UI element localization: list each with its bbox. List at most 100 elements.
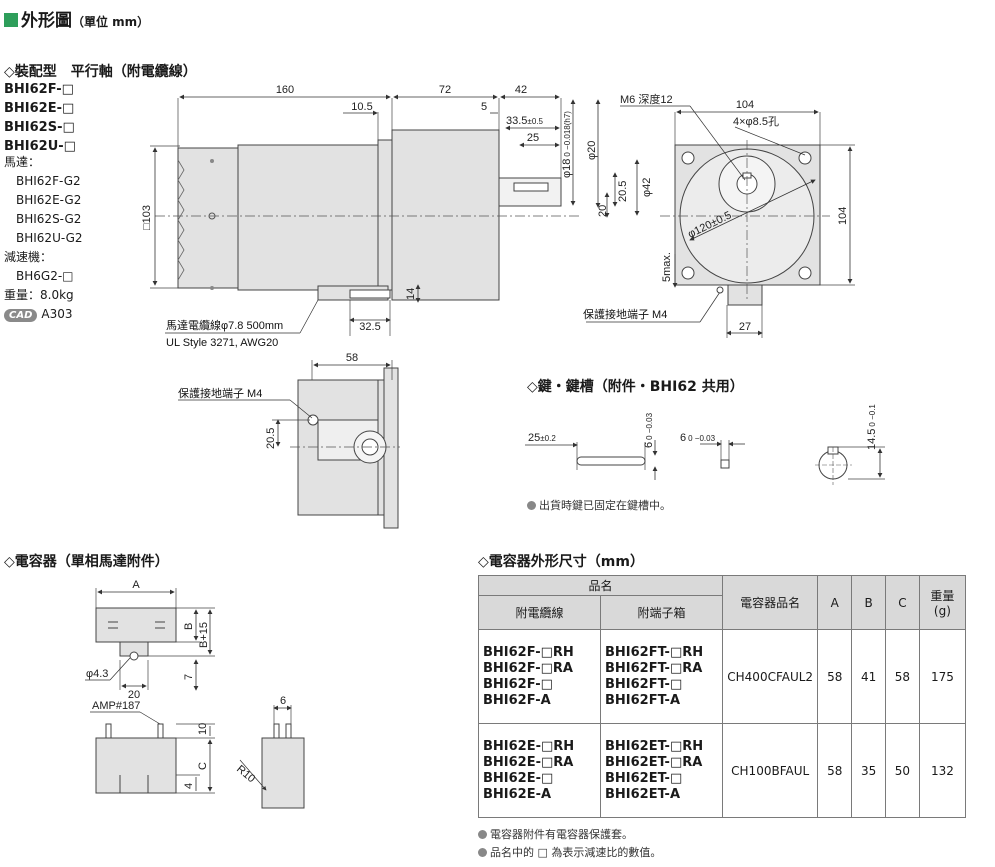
table-note-text: 品名中的 □ 為表示減速比的數值。 — [490, 846, 662, 859]
dim-key-6a: 60 −0.03 — [643, 412, 655, 448]
model-name: BHI62E-□RA — [483, 754, 574, 770]
dim-10-5: 10.5 — [351, 101, 372, 113]
motor-body — [237, 144, 379, 291]
model-name: BHI62E-□RH — [483, 738, 575, 754]
dim-phi20: φ20 — [586, 141, 598, 160]
th-a: A — [817, 575, 853, 630]
dim-20-5-bottom: 20.5 — [265, 428, 277, 449]
key-drawings — [525, 440, 885, 485]
bottom-dimensions — [178, 360, 393, 447]
dim-cap-phi4-3: φ4.3 — [86, 668, 108, 680]
motor-item: BHI62S-G2 — [16, 212, 82, 226]
th-weight-unit: (g) — [933, 604, 951, 618]
model-name: BHI62F-□RH — [483, 644, 574, 660]
key-note: 出貨時鍵已固定在鍵槽中。 — [527, 497, 671, 513]
table-row: BHI62F-□RH BHI62F-□RA BHI62F-□ BHI62F-A … — [478, 629, 967, 724]
cell-terminal-models: BHI62FT-□RH BHI62FT-□RA BHI62FT-□ BHI62F… — [600, 629, 723, 724]
th-weight: 重量(g) — [918, 575, 967, 630]
cell-a: 58 — [817, 723, 853, 818]
key-side — [576, 456, 646, 466]
dim-holes: 4×φ8.5孔 — [733, 115, 779, 128]
dim-cap-6: 6 — [280, 695, 286, 707]
key-heading: ◇鍵・鍵槽（附件・BHI62 共用） — [527, 379, 744, 395]
dim-cap-amp: AMP#187 — [92, 700, 140, 712]
dim-m6: M6 深度12 — [620, 92, 673, 106]
capacitor-end — [261, 737, 305, 809]
ground-terminal-label: 保護接地端子 M4 — [583, 307, 667, 321]
dim-phi42: φ42 — [641, 178, 653, 197]
dim-58: 58 — [346, 352, 358, 364]
motor-info: 馬達： BHI62F-G2 BHI62E-G2 BHI62S-G2 BHI62U… — [4, 153, 83, 324]
mount-hole — [798, 151, 812, 165]
th-name: 品名 — [478, 575, 723, 596]
gearhead-label: 減速機： — [4, 250, 53, 264]
dim-5max: 5max. — [661, 252, 673, 282]
model-name: BHI62ET-A — [605, 786, 681, 802]
dim-cap-B15: B+15 — [198, 622, 210, 648]
capacitor-drawings — [85, 588, 305, 809]
dim-32-5: 32.5 — [359, 321, 380, 333]
dim-42: 42 — [515, 84, 527, 96]
motor-item: BHI62F-G2 — [16, 174, 81, 188]
output-shaft — [498, 177, 562, 207]
th-cap: 電容器品名 — [721, 575, 819, 630]
dim-cap-A: A — [132, 579, 140, 591]
model-name: BHI62F-A — [483, 692, 551, 708]
side-view — [155, 129, 580, 301]
model-list: BHI62F-□ BHI62E-□ BHI62S-□ BHI62U-□ — [4, 80, 76, 156]
model-name: BHI62ET-□RH — [605, 738, 704, 754]
dim-key-14-5: 14.50 −0.1 — [866, 404, 878, 450]
model-name: BHI62ET-□RA — [605, 754, 703, 770]
dim-72: 72 — [439, 84, 451, 96]
cad-code: A303 — [41, 307, 73, 321]
side-dimensions — [150, 94, 640, 336]
mount-hole — [681, 266, 695, 280]
dim-key-25: 25±0.2 — [528, 432, 556, 444]
dim-cap-C: C — [197, 762, 209, 770]
dim-sq103: □103 — [141, 205, 153, 230]
model-name: BHI62F-□RA — [483, 660, 573, 676]
cell-cap-name: CH100BFAUL — [721, 723, 819, 818]
capacitor-side — [95, 737, 177, 794]
cell-weight: 175 — [918, 629, 967, 724]
capacitor-top — [95, 607, 177, 643]
cell-c: 50 — [885, 723, 920, 818]
weight-text: 重量：8.0kg — [4, 288, 74, 302]
th-terminal: 附端子箱 — [600, 595, 723, 630]
cable-label: 馬達電纜線φ7.8 500mm — [166, 318, 283, 332]
dim-cap-20: 20 — [128, 689, 140, 701]
cell-c: 58 — [885, 629, 920, 724]
motor-flange — [377, 139, 393, 291]
model-item: BHI62U-□ — [4, 139, 76, 154]
dim-20: 20 — [597, 205, 609, 217]
dim-cap-10: 10 — [197, 723, 209, 735]
page-title: 外形圖（單位 mm） — [4, 6, 149, 31]
motor-label: 馬達： — [4, 155, 41, 169]
model-name: BHI62FT-□RH — [605, 644, 704, 660]
mount-hole — [681, 151, 695, 165]
model-name: BHI62F-□ — [483, 676, 553, 692]
cell-a: 58 — [817, 629, 853, 724]
key-note-text: 出貨時鍵已固定在鍵槽中。 — [539, 499, 671, 512]
cell-b: 35 — [851, 723, 886, 818]
model-item: BHI62F-□ — [4, 82, 74, 97]
dim-phi18: φ180 −0.018(h7) — [561, 111, 573, 178]
shaft-key — [513, 182, 549, 192]
page-title-text: 外形圖 — [21, 11, 72, 31]
title-marker-icon — [4, 13, 18, 27]
model-item: BHI62E-□ — [4, 101, 75, 116]
th-weight-label: 重量 — [930, 589, 955, 603]
model-name: BHI62ET-□ — [605, 770, 683, 786]
dim-25: 25 — [527, 132, 539, 144]
dim-cap-R10: R10 — [234, 763, 257, 785]
key-end — [720, 459, 730, 469]
cell-b: 41 — [851, 629, 886, 724]
model-name: BHI62FT-□ — [605, 676, 683, 692]
cable-spec: UL Style 3271, AWG20 — [166, 337, 278, 349]
bullet-icon — [478, 848, 487, 857]
dim-104-top: 104 — [736, 99, 754, 111]
dim-cap-4: 4 — [183, 783, 195, 789]
motor-item: BHI62U-G2 — [16, 231, 83, 245]
dim-104-side: 104 — [837, 207, 849, 225]
